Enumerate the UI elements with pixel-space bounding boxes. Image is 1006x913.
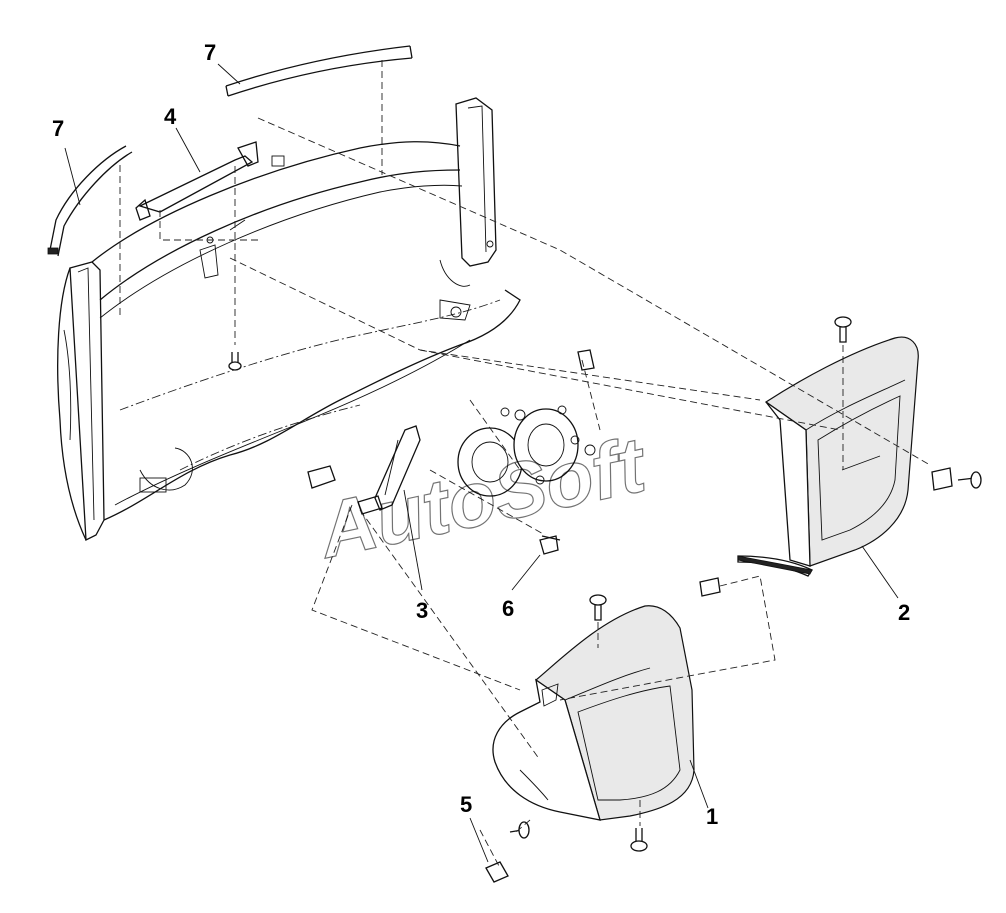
part-7-left-seal [47, 145, 133, 257]
leader-lines [64, 63, 899, 863]
body-panel [57, 97, 521, 542]
fasteners [228, 316, 982, 883]
callout-part-4: 4 [164, 104, 177, 129]
part-3-bracket [307, 425, 421, 515]
part-4-bracket [135, 141, 285, 221]
callout-part-3: 3 [416, 598, 428, 623]
part-6-lamp-housing [457, 349, 596, 555]
assembly-lines [119, 60, 931, 869]
part-1-corner-cover [492, 605, 695, 821]
part-2-corner-cover [737, 336, 919, 577]
callout-part-2: 2 [898, 600, 910, 625]
callout-part-5: 5 [460, 792, 472, 817]
callout-part-1: 1 [706, 804, 718, 829]
part-7-top-seal [225, 45, 413, 97]
callout-part-7-left: 7 [52, 116, 64, 141]
callout-part-6: 6 [502, 596, 514, 621]
callout-part-7-top: 7 [204, 40, 216, 65]
